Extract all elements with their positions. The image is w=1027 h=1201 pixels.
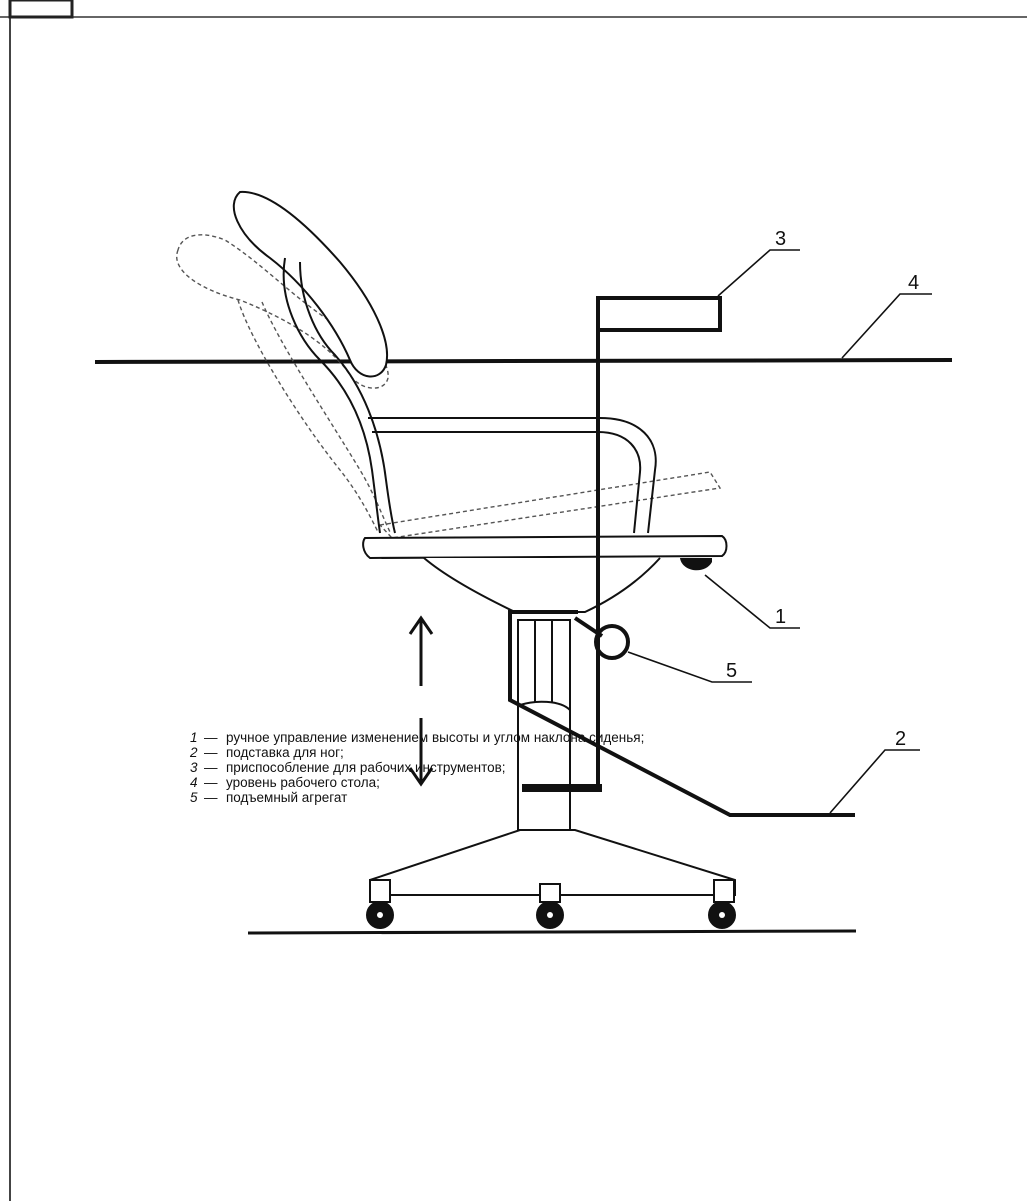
legend-number: 3 [190,760,198,775]
leader-3 [717,249,800,297]
legend-text: подставка для ног; [226,745,344,760]
tool-holder [596,296,722,786]
legend-text: ручное управление изменением высоты и уг… [226,730,645,745]
legend-item: 5 — подъемный агрегат [190,790,950,805]
footrest [508,610,855,817]
legend-dash: — [204,775,218,790]
callout-2: 2 [895,728,906,750]
callout-4: 4 [908,272,919,294]
callout-5: 5 [726,660,737,682]
legend-item: 3 — приспособление для рабочих инструмен… [190,760,950,775]
legend-text: приспособление для рабочих инструментов; [226,760,506,775]
legend-dash: — [204,730,218,745]
legend-number: 2 [190,745,198,760]
backrest-support [282,257,396,534]
column-collar [522,784,602,792]
leader-4 [841,293,932,359]
lifting-unit [573,616,630,660]
legend-item: 2 — подставка для ног; [190,745,950,760]
leader-lines [627,249,932,814]
legend-item: 4 — уровень рабочего стола; [190,775,950,790]
callout-3: 3 [775,228,786,250]
leader-2 [829,749,920,814]
legend-text: подъемный агрегат [226,790,348,805]
legend: 1 — ручное управление изменением высоты … [190,730,950,805]
legend-number: 5 [190,790,198,805]
legend-text: уровень рабочего стола; [226,775,380,790]
legend-dash: — [204,760,218,775]
seat [362,534,728,613]
tilted-seat-outline [378,471,722,539]
height-tilt-control-knob [680,558,712,571]
legend-dash: — [204,790,218,805]
legend-item: 1 — ручное управление изменением высоты … [190,730,950,745]
gas-lift-column [369,619,736,896]
armrest [368,417,657,534]
leader-5 [627,651,752,683]
tilted-backrest-outline [176,234,391,533]
legend-number: 1 [190,730,198,745]
leader-1 [704,574,800,629]
legend-number: 4 [190,775,198,790]
caster-wheels [366,901,736,929]
table-level-line [94,358,953,364]
backrest [232,190,389,378]
height-adjust-arrows [408,615,434,787]
corner-mark [8,0,74,19]
floor-line [247,929,857,935]
callout-1: 1 [775,606,786,628]
legend-dash: — [204,745,218,760]
